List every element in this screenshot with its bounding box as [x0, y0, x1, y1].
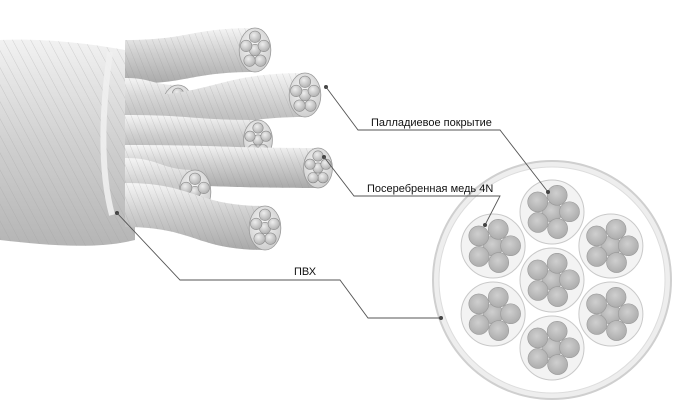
- conductor-arm: [125, 183, 282, 251]
- copper-strand: [500, 303, 521, 325]
- copper-strand: [547, 218, 568, 239]
- strand-end: [307, 172, 319, 184]
- palladium-target-dot: [546, 190, 550, 194]
- copper-strand: [468, 225, 490, 247]
- strand-end: [258, 208, 272, 221]
- conductor-group: [460, 281, 526, 347]
- copper-strand: [527, 212, 549, 233]
- conductor-group: [578, 281, 644, 347]
- copper-strand: [546, 184, 568, 206]
- cable-cross-section: [432, 160, 672, 400]
- conductor-arm-twist: [125, 183, 265, 250]
- conductor-group: [460, 213, 526, 279]
- strand-end: [290, 84, 303, 97]
- strand-end: [188, 172, 202, 185]
- copper-strand: [606, 320, 627, 341]
- strand-end: [317, 172, 329, 184]
- copper-strand: [527, 327, 548, 349]
- strand-end: [254, 54, 267, 67]
- copper-strand: [487, 218, 509, 240]
- strand-end: [307, 84, 320, 97]
- strand-end: [304, 158, 316, 170]
- conductor-arm-twist: [125, 28, 255, 84]
- silver-copper-leader-line: [323, 156, 501, 226]
- copper-strand: [546, 252, 568, 274]
- copper-strand: [487, 286, 509, 308]
- pvc-label: ПВХ: [294, 266, 317, 278]
- copper-strand: [586, 314, 608, 335]
- copper-strand: [546, 320, 568, 342]
- pvc-target-dot: [439, 316, 443, 320]
- conductor-group: [519, 315, 585, 381]
- copper-strand: [488, 320, 510, 341]
- strand-end: [250, 217, 263, 230]
- strand-end: [197, 181, 210, 194]
- strand-end: [248, 30, 262, 43]
- strand-end: [304, 99, 317, 112]
- copper-strand: [468, 314, 490, 335]
- bundle-twist-texture: [0, 39, 135, 246]
- copper-strand: [500, 235, 521, 257]
- strand-end: [244, 130, 256, 142]
- silver-copper-target-dot: [483, 223, 487, 227]
- copper-strand: [586, 225, 607, 247]
- silver-copper-label: Посеребренная медь 4N: [367, 183, 493, 195]
- copper-strand: [559, 201, 580, 223]
- copper-strand: [468, 293, 490, 315]
- copper-strand: [559, 337, 580, 359]
- strand-end: [293, 99, 306, 112]
- conductor-group: [519, 179, 585, 245]
- copper-strand: [527, 259, 548, 281]
- palladium-coating-label: Палладиевое покрытие: [371, 117, 492, 129]
- copper-strand: [586, 246, 608, 267]
- strand-end: [257, 39, 270, 52]
- copper-strand: [488, 252, 510, 273]
- conductor-group: [578, 213, 644, 279]
- copper-strand: [547, 286, 568, 307]
- strand-end: [298, 75, 312, 88]
- palladium-leader-line: [325, 86, 549, 193]
- copper-strand: [618, 235, 639, 257]
- strand-end: [252, 122, 264, 134]
- bundle-binding-band: [100, 51, 115, 216]
- strand-end: [312, 150, 324, 162]
- copper-strand: [547, 354, 568, 375]
- cross-section-conductors: [460, 179, 644, 381]
- conductor-arm: [125, 27, 272, 84]
- strand-end: [264, 232, 277, 245]
- strand-end: [253, 232, 266, 245]
- strand-end: [267, 217, 280, 230]
- strand-end: [260, 130, 272, 142]
- copper-strand: [527, 191, 548, 213]
- strand-end: [240, 39, 253, 52]
- conductor-group: [519, 247, 585, 313]
- conductor-arms: [125, 27, 333, 251]
- pvc-leader-line: [116, 212, 441, 319]
- copper-strand: [606, 252, 627, 273]
- strand-end: [243, 54, 256, 67]
- copper-strand: [618, 303, 639, 325]
- copper-strand: [605, 286, 627, 308]
- copper-strand: [586, 293, 607, 315]
- copper-strand: [527, 280, 549, 301]
- copper-strand: [605, 218, 627, 240]
- cable-bundle-illustration: [0, 27, 333, 251]
- copper-strand: [559, 269, 580, 291]
- callout-leaders: [115, 85, 550, 320]
- copper-strand: [527, 348, 549, 369]
- copper-strand: [468, 246, 490, 267]
